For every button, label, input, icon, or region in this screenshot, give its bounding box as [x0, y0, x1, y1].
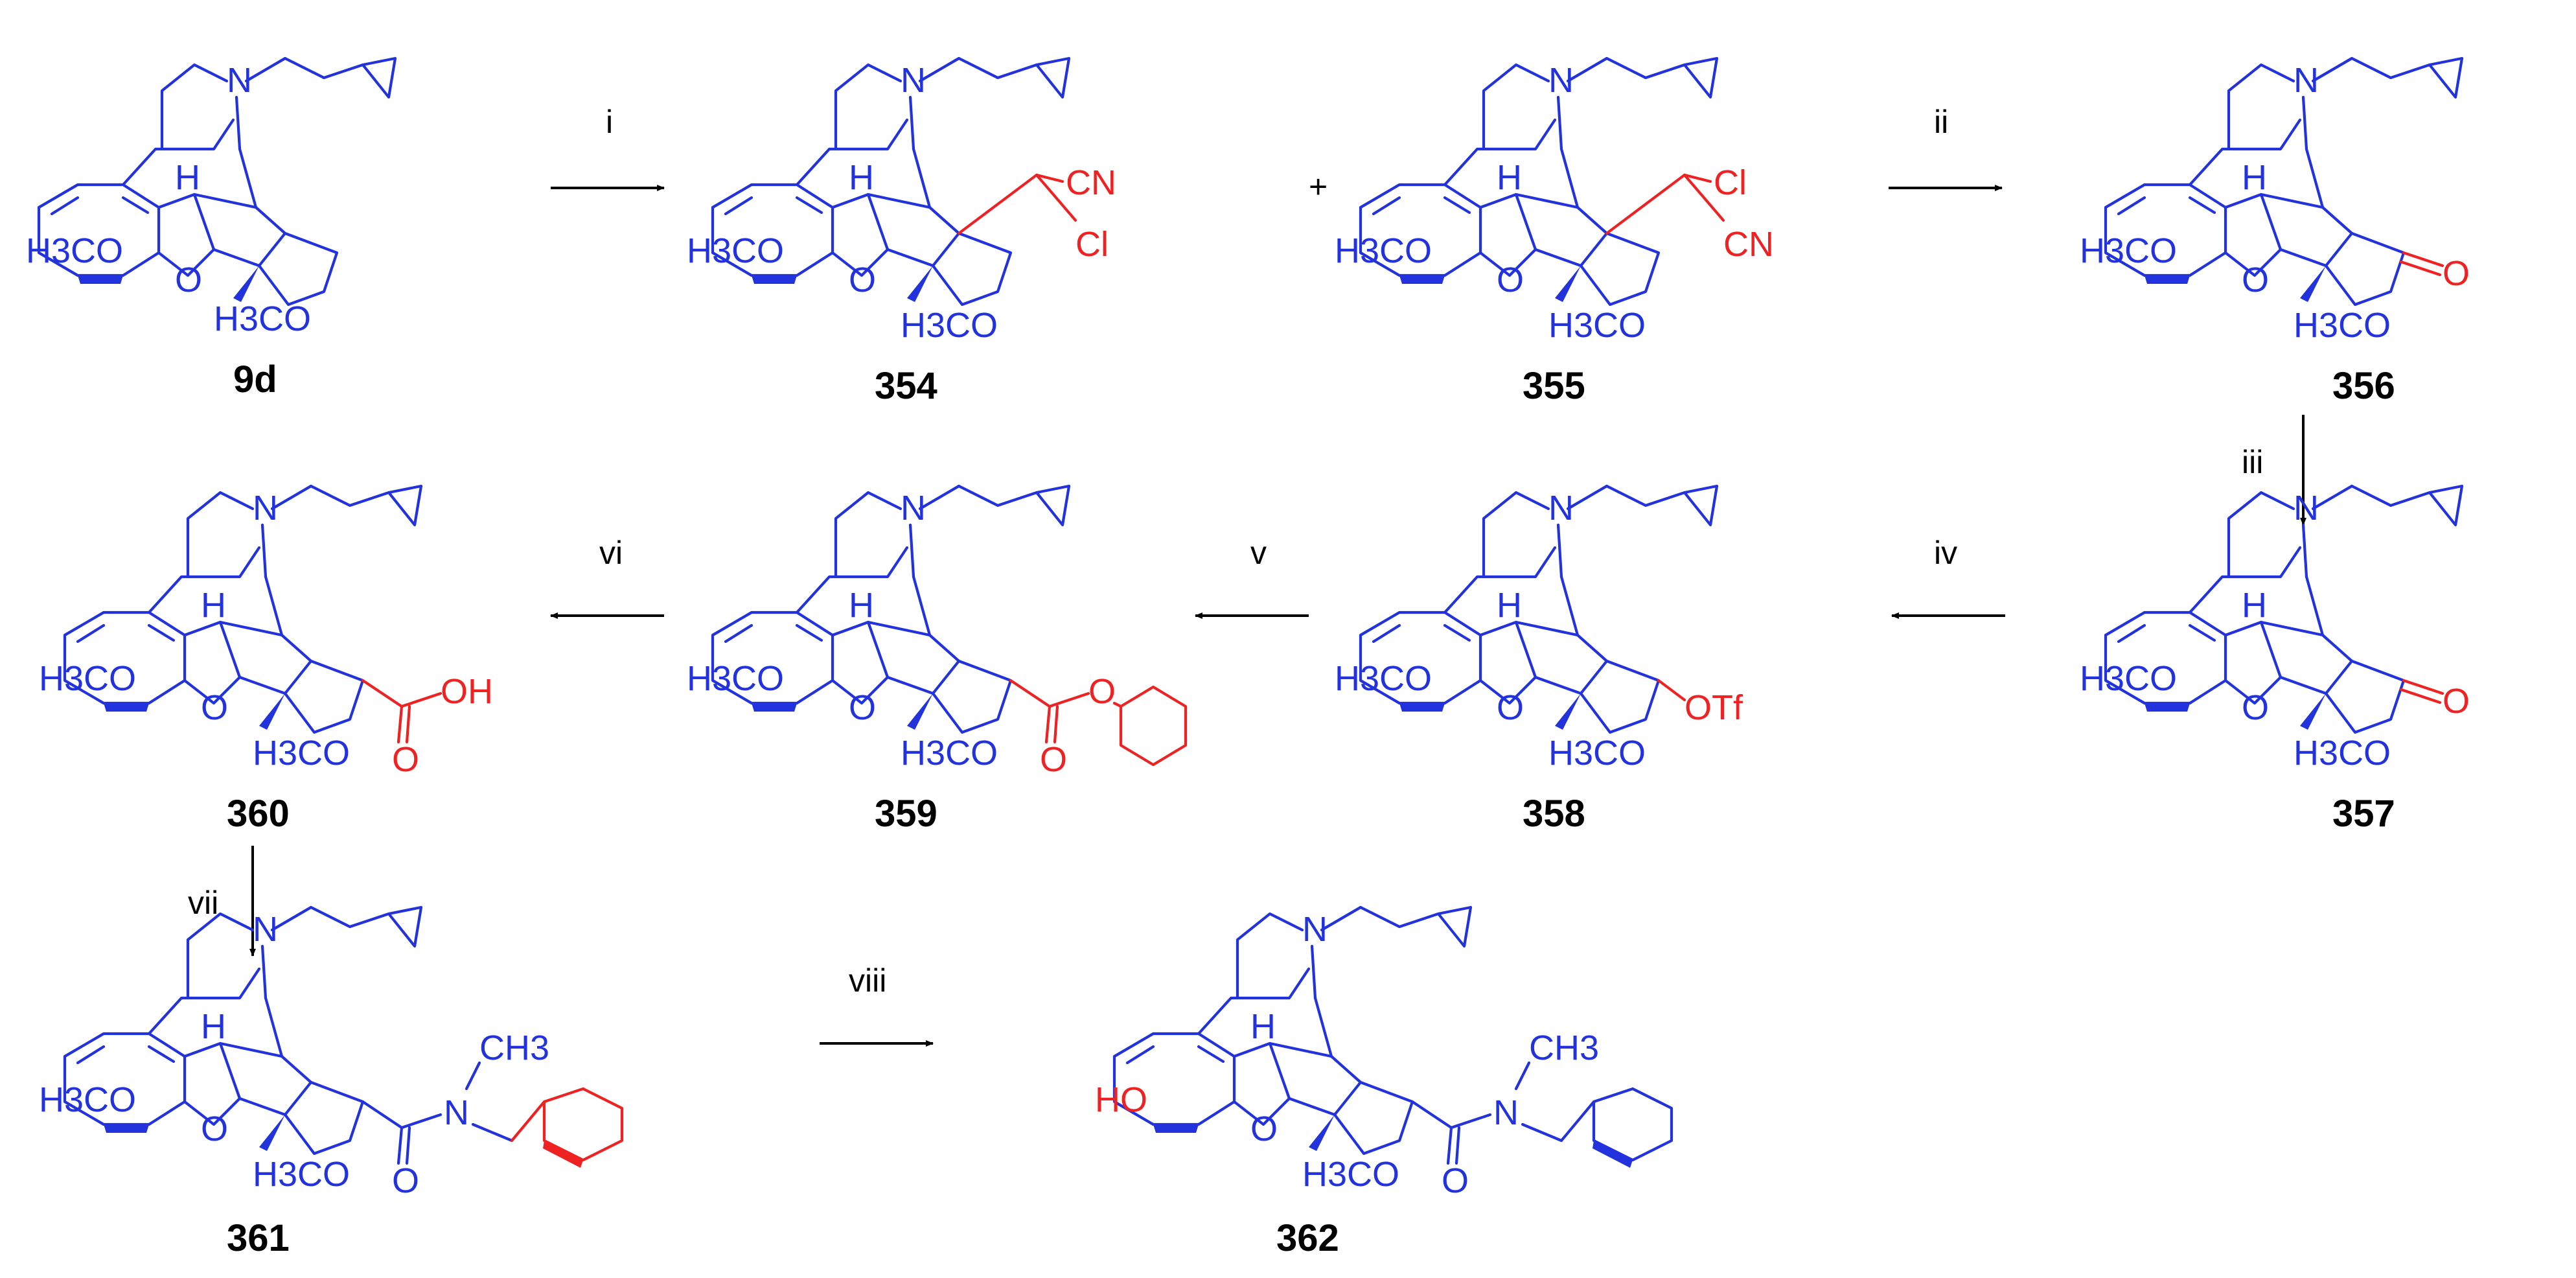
compound-label-360: 360: [227, 793, 290, 835]
atom-n: N: [1548, 61, 1574, 100]
atom-h: H: [1497, 586, 1522, 625]
compound-354: N H O CN Cl H3CO H3CO 354: [687, 58, 1116, 407]
compound-label-356: 356: [2332, 365, 2395, 407]
atom-h: H: [2242, 158, 2267, 197]
atom-n: N: [2294, 489, 2319, 528]
compound-357: N H O O H3CO H3CO 357: [2080, 486, 2470, 835]
compound-356: N H O O H3CO H3CO 356: [2080, 58, 2470, 407]
atom-o-ring: O: [175, 261, 202, 299]
condition-iv: iv: [1934, 535, 1957, 571]
atom-o-ring: O: [849, 261, 876, 299]
methoxy-3: H3CO: [1335, 231, 1432, 270]
methoxy-3: H3CO: [39, 1080, 136, 1119]
atom-n: N: [901, 489, 926, 528]
compound-9d: N H O H3CO H3CO 9d: [26, 58, 395, 401]
compound-361: N H O N CH3 O H3CO H3CO 361: [39, 907, 624, 1259]
atom-h: H: [201, 586, 226, 625]
atom-o-ring: O: [1497, 688, 1524, 727]
condition-v: v: [1250, 535, 1267, 571]
condition-i: i: [606, 104, 613, 140]
atom-amide-n: N: [444, 1093, 469, 1132]
atom-carbonyl-o: O: [392, 1161, 419, 1200]
methoxy-6: H3CO: [253, 1155, 350, 1194]
atom-carbonyl-o: O: [1040, 740, 1067, 779]
methoxy-3: H3CO: [687, 659, 784, 698]
condition-ii: ii: [1934, 104, 1948, 140]
methoxy-6: H3CO: [1548, 306, 1646, 345]
compound-label-361: 361: [227, 1217, 290, 1259]
atom-h: H: [849, 158, 874, 197]
plus-sign: +: [1309, 168, 1328, 205]
atom-n: N: [227, 61, 252, 100]
methoxy-6: H3CO: [2294, 306, 2391, 345]
methoxy-6: H3CO: [2294, 734, 2391, 773]
atom-o-ring: O: [2242, 261, 2269, 299]
compound-label-362: 362: [1276, 1217, 1339, 1259]
atom-o-ring: O: [201, 1110, 228, 1148]
atom-h: H: [1250, 1007, 1276, 1046]
atom-ketone-o: O: [2443, 254, 2470, 293]
hydroxy-3: HO: [1095, 1080, 1147, 1119]
atom-ester-o: O: [1088, 672, 1116, 711]
atom-ch3: CH3: [479, 1028, 549, 1067]
compound-label-9d: 9d: [233, 358, 277, 401]
methoxy-6: H3CO: [214, 299, 311, 338]
methoxy-6: H3CO: [253, 734, 350, 773]
atom-n: N: [253, 489, 278, 528]
atom-n: N: [2294, 61, 2319, 100]
methoxy-6: H3CO: [1548, 734, 1646, 773]
compound-362: N H O N CH3 O HO H3CO 362: [1095, 907, 1673, 1259]
compound-label-357: 357: [2332, 793, 2395, 835]
atom-h: H: [1497, 158, 1522, 197]
atom-amide-n: N: [1493, 1093, 1519, 1132]
compound-359: N H O O O H3CO H3CO 359: [687, 486, 1188, 835]
condition-viii: viii: [849, 962, 886, 999]
methoxy-3: H3CO: [687, 231, 784, 270]
atom-ketone-o: O: [2443, 682, 2470, 721]
atom-h: H: [2242, 586, 2267, 625]
atom-carbonyl-o: O: [1442, 1161, 1469, 1200]
atom-oh: OH: [441, 672, 493, 711]
atom-h: H: [201, 1007, 226, 1046]
condition-iii: iii: [2242, 444, 2263, 480]
atom-o-ring: O: [201, 688, 228, 727]
compound-label-359: 359: [875, 793, 937, 835]
atom-o-ring: O: [1497, 261, 1524, 299]
methoxy-3: H3CO: [1335, 659, 1432, 698]
methoxy-3: H3CO: [2080, 231, 2177, 270]
condition-vii: vii: [188, 885, 218, 921]
atom-n: N: [253, 910, 278, 949]
compound-358: N H O OTf H3CO H3CO 358: [1335, 486, 1743, 835]
atom-n: N: [901, 61, 926, 100]
atom-n: N: [1302, 910, 1328, 949]
methoxy-3: H3CO: [39, 659, 136, 698]
atom-cl: Cl: [1714, 163, 1747, 202]
atom-h: H: [175, 158, 200, 197]
methoxy-6: H3CO: [1302, 1155, 1399, 1194]
compound-355: N H O Cl CN H3CO H3CO 355: [1335, 58, 1774, 407]
compound-label-354: 354: [875, 365, 937, 407]
methoxy-6: H3CO: [901, 306, 998, 345]
atom-h: H: [849, 586, 874, 625]
atom-cn: CN: [1066, 163, 1116, 202]
atom-o-ring: O: [1250, 1110, 1278, 1148]
methoxy-6: H3CO: [901, 734, 998, 773]
atom-n: N: [1548, 489, 1574, 528]
compound-label-355: 355: [1523, 365, 1585, 407]
condition-vi: vi: [599, 535, 623, 571]
atom-carbonyl-o: O: [392, 740, 419, 779]
methoxy-3: H3CO: [2080, 659, 2177, 698]
atom-ch3: CH3: [1529, 1028, 1599, 1067]
atom-o-ring: O: [2242, 688, 2269, 727]
atom-otf: OTf: [1685, 688, 1743, 727]
compound-360: N H O OH O H3CO H3CO 360: [39, 486, 493, 835]
methoxy-3: H3CO: [26, 231, 123, 270]
atom-o-ring: O: [849, 688, 876, 727]
compound-label-358: 358: [1523, 793, 1585, 835]
atom-cn: CN: [1723, 225, 1774, 264]
atom-cl: Cl: [1075, 225, 1109, 264]
